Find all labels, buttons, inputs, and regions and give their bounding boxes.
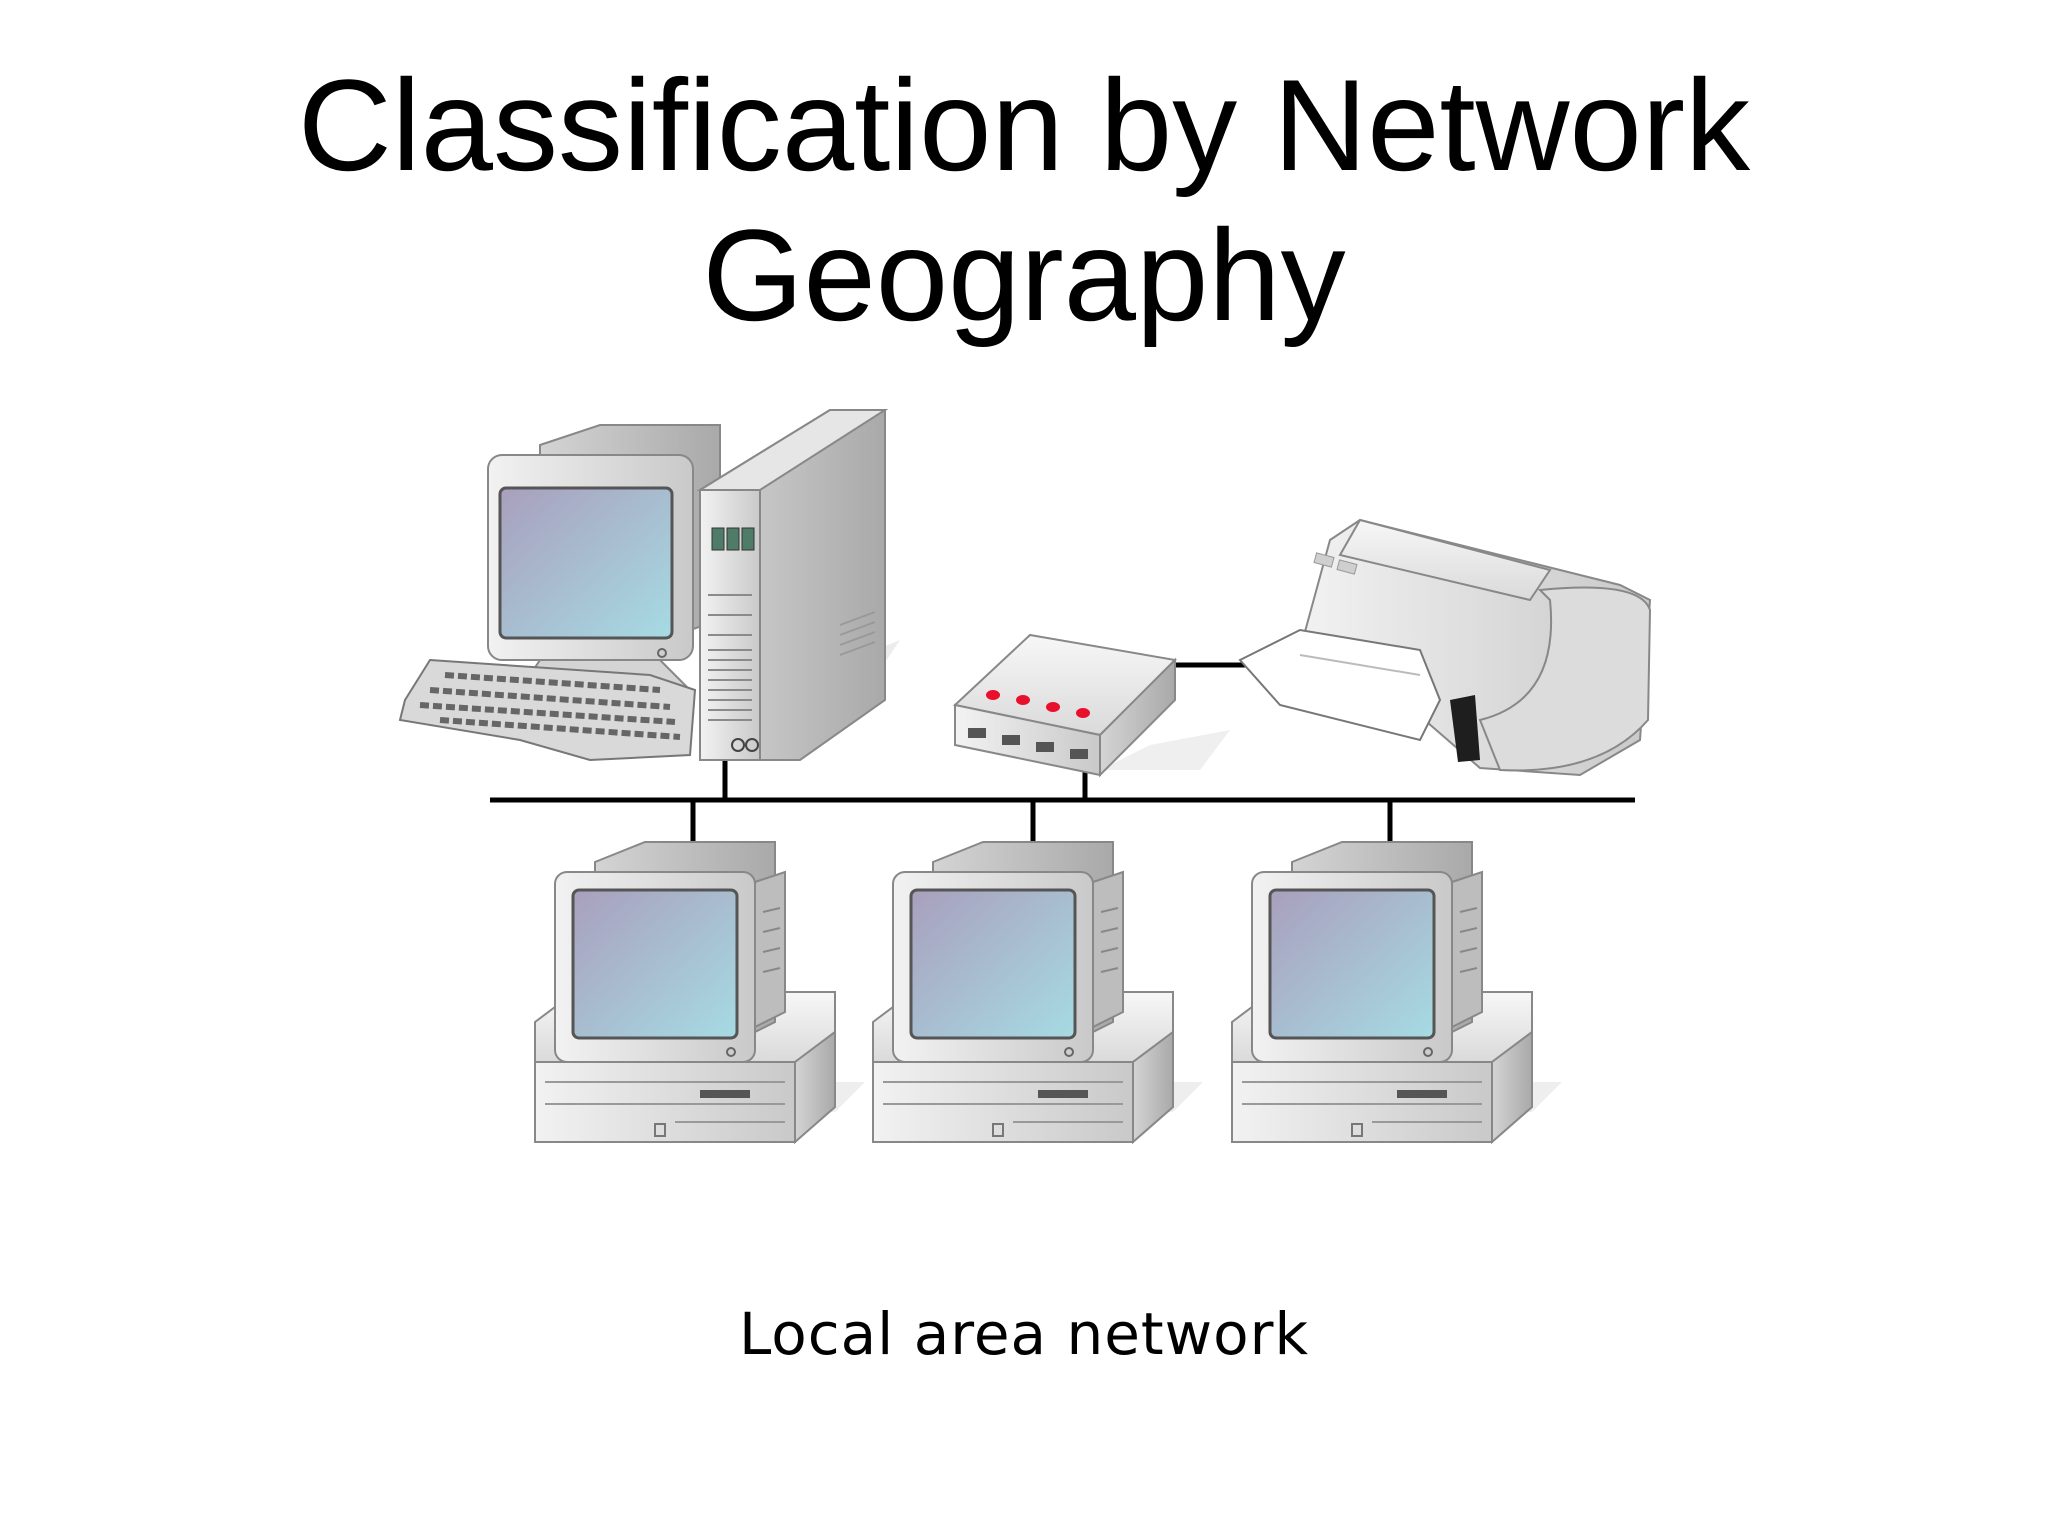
slide-title: Classification by Network Geography [0,50,2048,350]
network-hub-icon [952,633,1230,778]
desktop-computer-icon [533,840,867,1144]
slide-title-line-1: Classification by Network [297,52,1751,198]
hub-leds [986,690,1090,718]
desktop-computer-icon [871,840,1205,1144]
pc-2 [871,840,1205,1144]
pc-1 [533,840,867,1144]
diagram-caption: Local area network [738,1300,1310,1368]
slide-title-line-2: Geography [702,202,1346,348]
desktop-computer-with-tower-icon [398,409,900,762]
desktop-computer-icon [1230,840,1564,1144]
pc-3 [1230,840,1564,1144]
printer-icon [1238,518,1652,777]
